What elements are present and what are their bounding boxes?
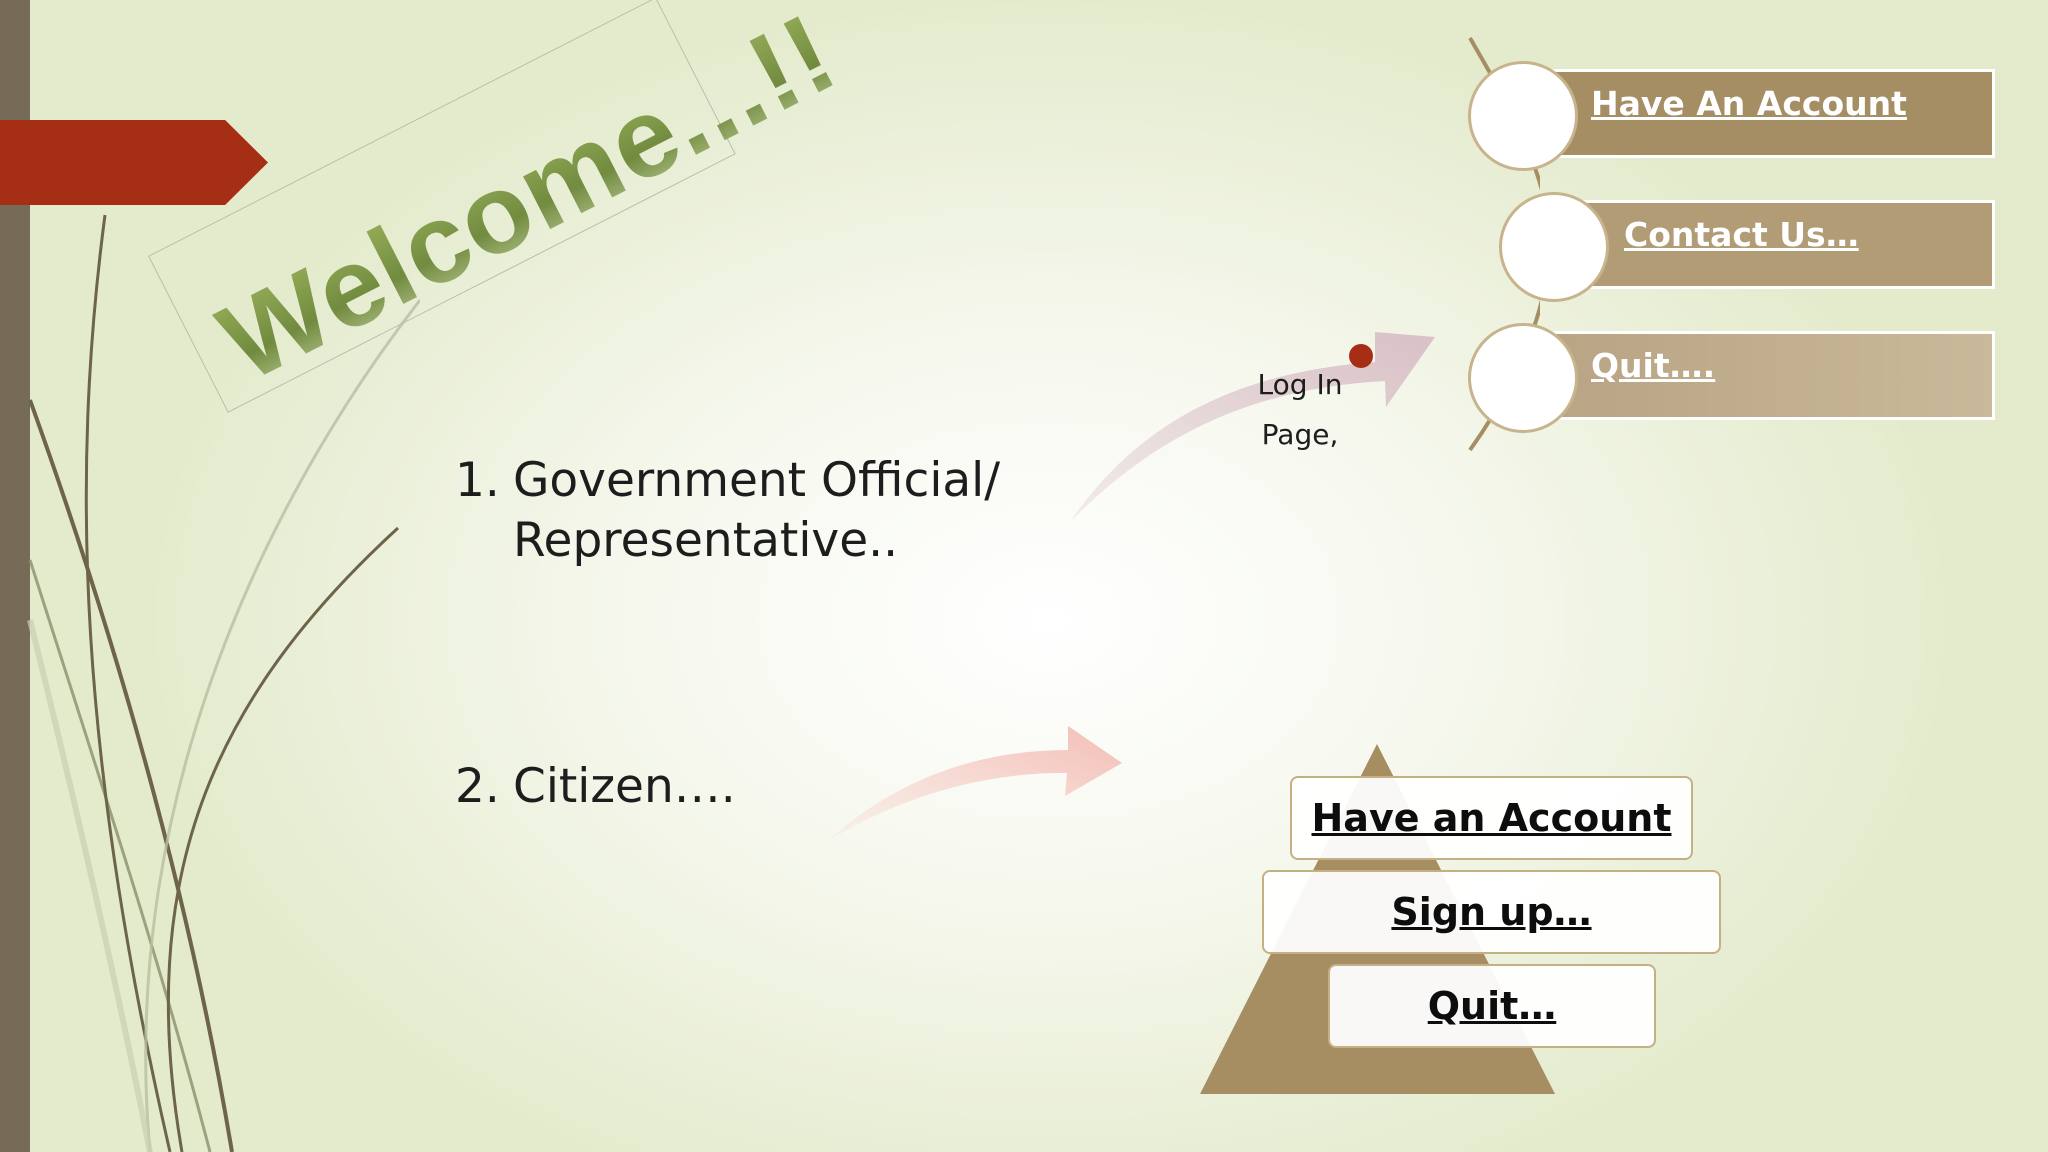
login-label-line2: Page, xyxy=(1261,418,1339,451)
role-government-official: Government Official/ xyxy=(513,453,1001,508)
official-have-account-label: Have An Account xyxy=(1591,84,1907,123)
login-page-label: Log In Page, xyxy=(1230,360,1370,460)
citizen-have-account-button[interactable]: Have an Account xyxy=(1290,776,1693,860)
citizen-sign-up-button[interactable]: Sign up… xyxy=(1262,870,1721,954)
login-label-line1: Log In xyxy=(1257,368,1343,401)
role-representative: Representative.. xyxy=(513,513,899,568)
decorative-swoosh-lines xyxy=(27,214,420,1152)
red-accent-tab xyxy=(0,120,268,205)
arrow-to-citizen-menu xyxy=(825,726,1122,843)
official-quit-label: Quit…. xyxy=(1591,346,1716,385)
official-menu-node xyxy=(1499,192,1609,302)
citizen-sign-up-label: Sign up… xyxy=(1391,890,1592,934)
official-contact-us-label: Contact Us… xyxy=(1624,215,1859,254)
role-1-number: 1. xyxy=(455,453,500,508)
citizen-quit-button[interactable]: Quit… xyxy=(1328,964,1656,1048)
official-menu-node xyxy=(1468,323,1578,433)
official-menu-node xyxy=(1468,61,1578,171)
citizen-quit-label: Quit… xyxy=(1427,984,1557,1028)
official-quit-button[interactable]: Quit…. xyxy=(1528,331,1995,420)
role-citizen: Citizen…. xyxy=(513,759,736,814)
official-have-account-button[interactable]: Have An Account xyxy=(1528,69,1995,158)
citizen-have-account-label: Have an Account xyxy=(1311,796,1672,840)
role-2-number: 2. xyxy=(455,759,500,814)
